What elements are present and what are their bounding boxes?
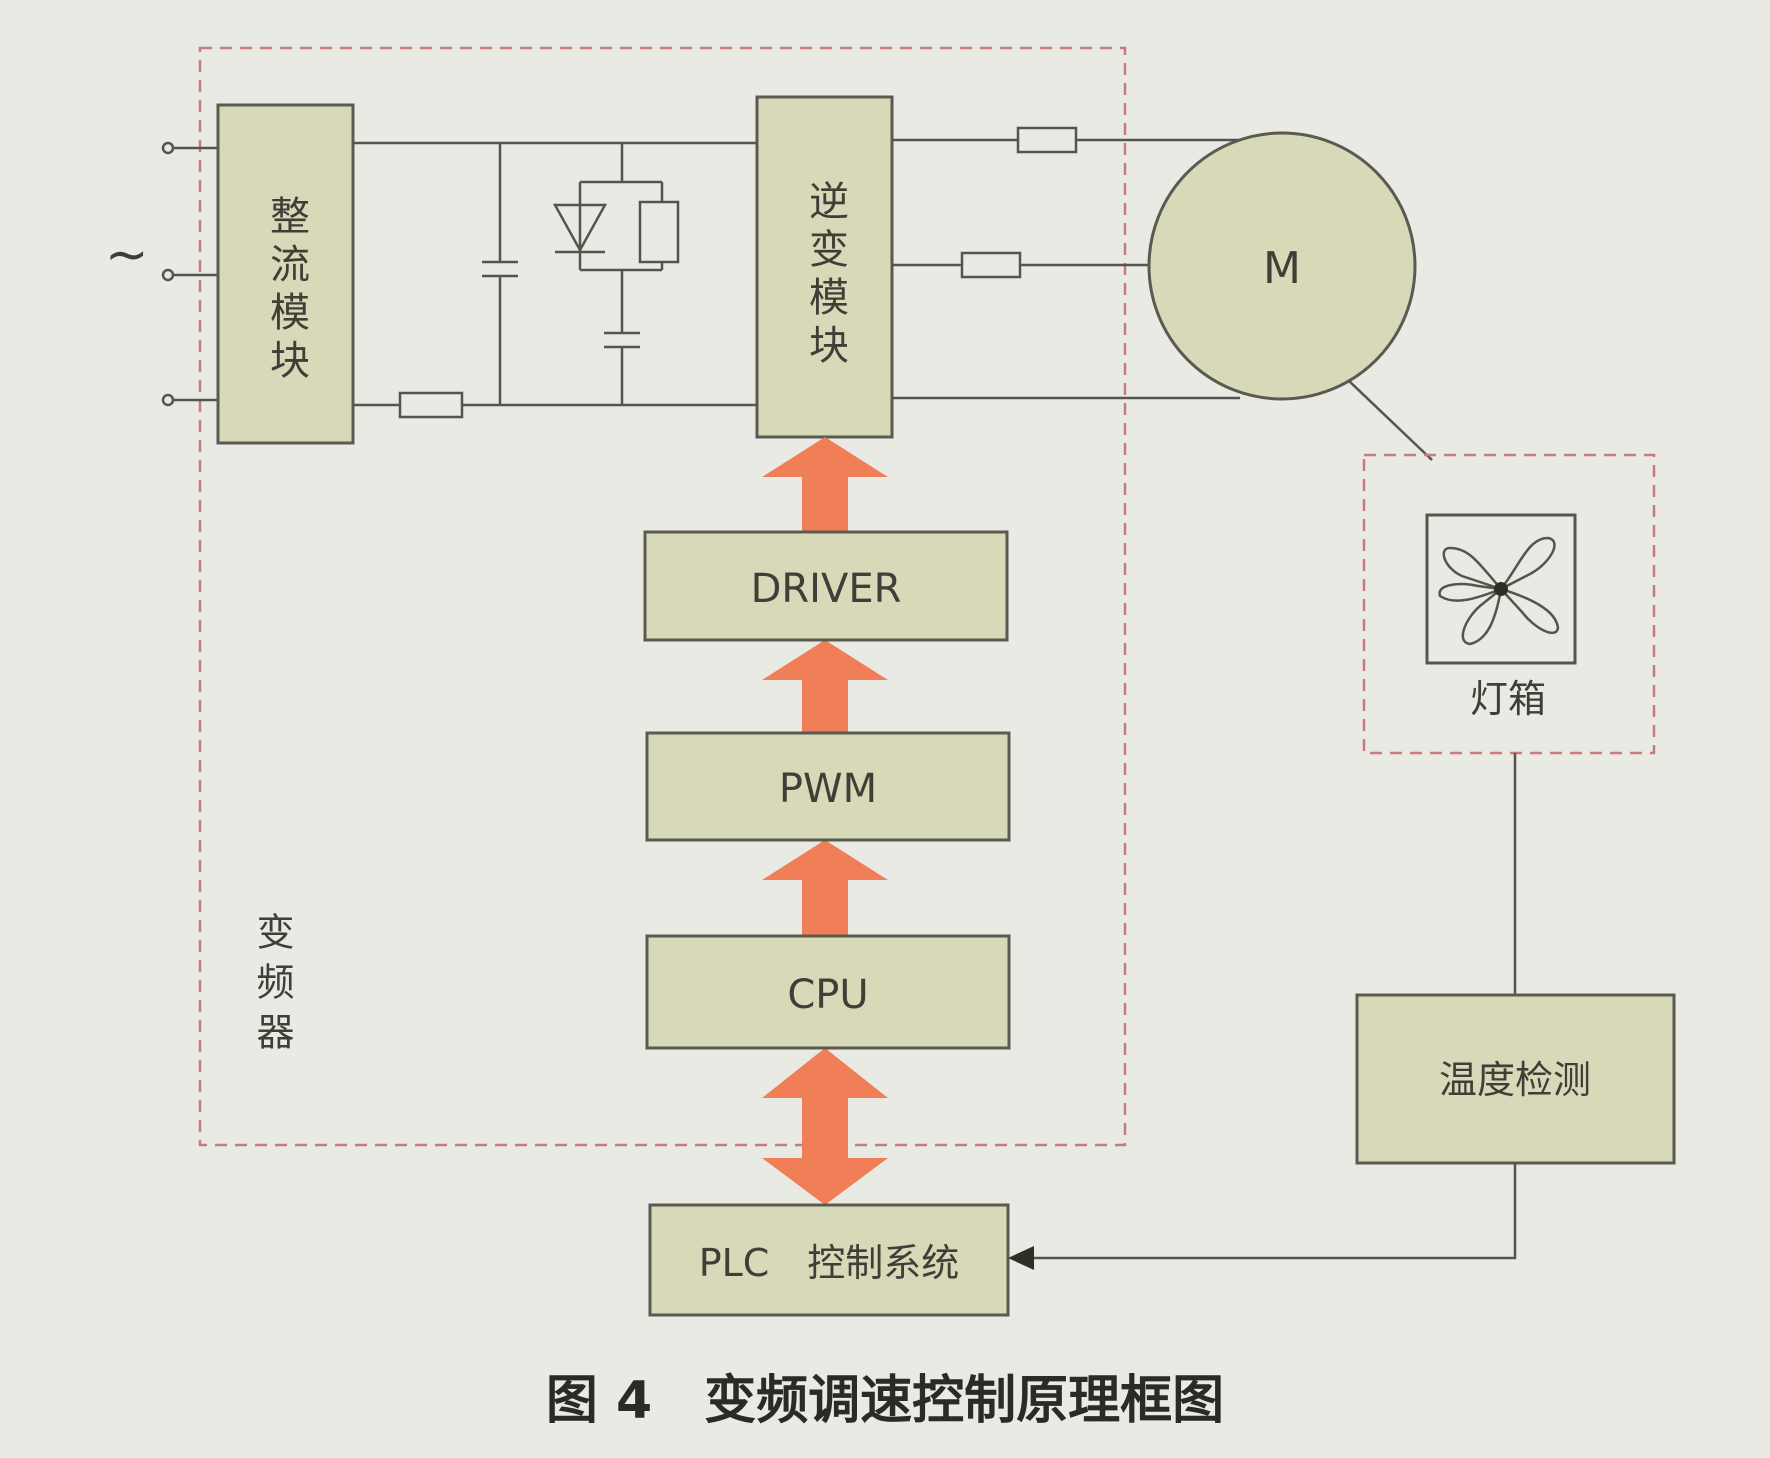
plc-control-system-label: PLC 控制系统 xyxy=(699,1241,960,1285)
cpu-label: CPU xyxy=(787,972,868,1018)
arrow-cpu-to-pwm xyxy=(762,840,888,936)
bidirectional-arrow-cpu-plc xyxy=(762,1048,888,1205)
lightbox-boundary xyxy=(1362,453,1656,755)
figure-caption: 图 4 变频调速控制原理框图 xyxy=(546,1371,1224,1431)
lightbox-label: 灯箱 xyxy=(1470,677,1546,721)
driver-box xyxy=(643,530,1009,642)
arrow-driver-to-inverter xyxy=(762,437,888,532)
temp-feedback-line xyxy=(1008,1163,1517,1270)
ac-symbol: ~ xyxy=(105,225,149,285)
diode-icon xyxy=(552,203,608,254)
inverter-label: 逆变模块 xyxy=(802,180,848,372)
driver-label: DRIVER xyxy=(751,566,902,612)
fan-icon xyxy=(1425,513,1577,665)
dc-bus xyxy=(353,141,757,419)
rectifier-label: 整流模块 xyxy=(263,195,309,387)
vfd-label: 变频器 xyxy=(250,912,294,1062)
plc-control-system-box xyxy=(648,1203,1010,1317)
motor-output-lines xyxy=(892,126,1240,400)
rectifier-module xyxy=(216,103,355,445)
motor-label: M xyxy=(1263,243,1301,294)
dc-link-capacitor xyxy=(482,143,518,405)
ac-input-terminals xyxy=(161,141,218,407)
snubber-branch xyxy=(552,143,680,405)
temperature-detection-label: 温度检测 xyxy=(1439,1058,1591,1102)
motor-to-lightbox-line xyxy=(1347,379,1433,461)
inverter-module xyxy=(755,95,894,439)
cpu-box xyxy=(645,934,1011,1050)
arrow-pwm-to-driver xyxy=(762,640,888,733)
pwm-box xyxy=(645,731,1011,842)
pwm-label: PWM xyxy=(779,766,877,812)
temperature-detection-box xyxy=(1355,993,1676,1165)
vfd-boundary xyxy=(198,46,1127,1147)
motor xyxy=(1147,131,1417,401)
